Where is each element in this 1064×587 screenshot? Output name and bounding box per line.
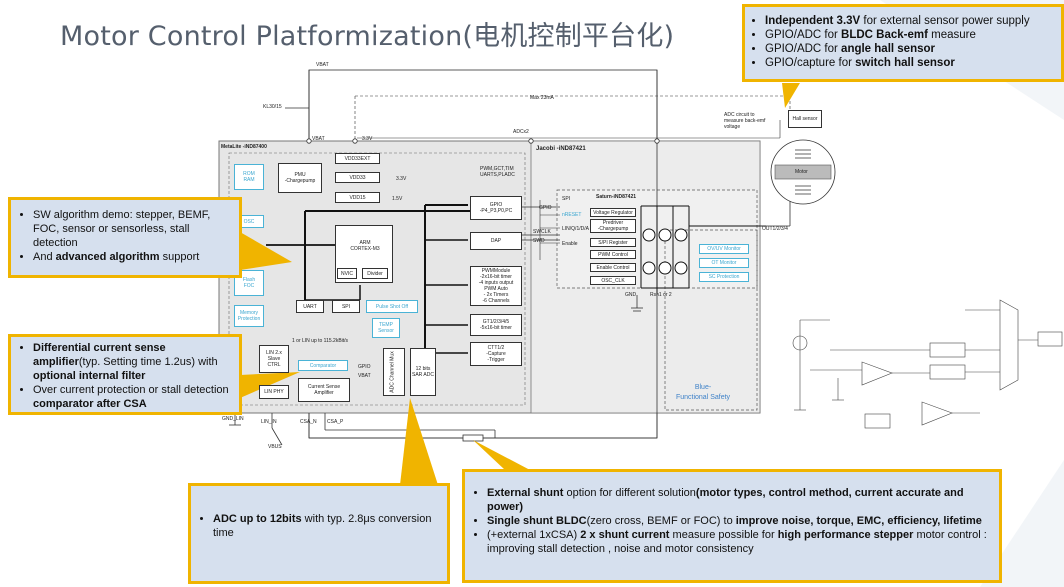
gpio3-pin-label: GPIO	[539, 205, 552, 211]
vbus-label: VBUS	[268, 444, 282, 450]
spi-pin-label: SPI	[562, 196, 571, 202]
osc-clk-block: OSC_CLK	[590, 276, 636, 285]
ov-uv-monitor-block: OV/UV Monitor	[699, 244, 749, 254]
divider-block: Divider	[362, 268, 388, 279]
functional-safety-label: Blue-Functional Safety	[675, 384, 731, 401]
pwm-module-block: PWMModule-2x16-bit timer-4 inputs output…	[470, 266, 522, 306]
vbat-top-label: VBAT	[316, 62, 329, 68]
predriver-block: Predriver-Chargepump	[590, 219, 636, 233]
csa-p-label: CSA_P	[327, 419, 344, 425]
pulse-shot-off-block: Pulse Shot Off	[366, 300, 418, 313]
callout-sw-item-1: SW algorithm demo: stepper, BEMF, FOC, s…	[33, 208, 233, 250]
callout-sensor-item-1: Independent 3.3V for external sensor pow…	[765, 14, 1053, 28]
callout-shunt-item-1: External shunt option for different solu…	[487, 486, 991, 514]
swd-pin-label: SWD	[533, 238, 545, 244]
max-ratio-label: Max 23mA	[530, 95, 554, 101]
spi-register-block: S/PI Register	[590, 238, 636, 247]
gt-timer-block: GT1/2/3/4/5-5x16-bit timer	[470, 314, 522, 336]
adc-note-label: ADC circuit to measure back-emf voltage	[724, 112, 766, 130]
capture-block: CTT1/2-Capture-Trigger	[470, 342, 522, 366]
metalite-chip-label: MetaLite -iND87400	[221, 144, 267, 150]
voltage-regulator-block: Voltage Regulator	[590, 208, 636, 217]
kl30-label: KL30/15	[263, 104, 282, 110]
vdd33ext-block: VDD33EXT	[335, 153, 380, 164]
hall-sensor-box: Hall sensor	[788, 110, 822, 128]
adc-mux-block: ADC Channel Mux	[383, 348, 405, 396]
uart-block: UART	[296, 300, 324, 313]
v15-out-label: 1.5V	[392, 196, 403, 202]
callout-sensor-item-3: GPIO/ADC for angle hall sensor	[765, 42, 1053, 56]
lin-pin-label: LIN/Q/1/D/A	[562, 226, 589, 232]
vdd15-block: VDD15	[335, 192, 380, 203]
callout-shunt: External shunt option for different solu…	[462, 469, 1002, 583]
pwm-lines-label: PWM,GCT,TIM	[480, 166, 514, 172]
3v3-label: 3.3V	[362, 136, 373, 142]
uarts-label: UARTS,PLADC	[480, 172, 515, 178]
gnd-lin-label: GND_LIN	[222, 416, 244, 422]
enable-pin-label: Enable	[562, 241, 578, 247]
callout-shunt-item-2: Single shunt BLDC(zero cross, BEMF or FO…	[487, 514, 991, 528]
motor-label: Motor	[795, 169, 808, 175]
gpio2-label: GPIO	[358, 364, 371, 370]
callout-csa-item-1: Differential current sense amplifier(typ…	[33, 341, 233, 383]
pmu-block: PMU-Chargepump	[278, 163, 322, 193]
gpio-block: GPIO-P4_P3,P0,PC	[470, 196, 522, 220]
lin-phy-block: LIN PHY	[259, 385, 289, 399]
callout-sw-item-2: And advanced algorithm support	[33, 250, 233, 264]
gnd-label: GND	[625, 292, 637, 298]
spi-block: SPI	[332, 300, 360, 313]
lin-speed-note: 1 or LIN up to 115.2kBit/s	[292, 338, 349, 344]
ot-monitor-block: OT Monitor	[699, 258, 749, 268]
saturn-chip-label: Saturn-iND87421	[596, 194, 637, 200]
csa-n-label: CSA_N	[300, 419, 317, 425]
callout-sw-algorithm: SW algorithm demo: stepper, BEMF, FOC, s…	[8, 197, 242, 278]
adcx2-label: ADCx2	[513, 129, 529, 135]
vbat3-label: VBAT	[358, 373, 371, 379]
jacobi-chip-label: Jacobi -iND87421	[536, 146, 586, 152]
enable-control-block: Enable Control	[590, 263, 636, 272]
vbat2-label: VBAT	[312, 136, 325, 142]
swclk-pin-label: SWCLK	[533, 229, 551, 235]
callout-adc: ADC up to 12bits with typ. 2.8μs convers…	[188, 483, 450, 584]
comparator-block: Comparator	[298, 360, 348, 371]
callout-adc-item-1: ADC up to 12bits with typ. 2.8μs convers…	[213, 512, 441, 540]
callout-sensor-item-2: GPIO/ADC for BLDC Back-emf measure	[765, 28, 1053, 42]
lin-in-label: LIN_IN	[261, 419, 277, 425]
v33-out-label: 3.3V	[396, 176, 407, 182]
vdd33-block: VDD33	[335, 172, 380, 183]
callout-current-sense: Differential current sense amplifier(typ…	[8, 334, 242, 415]
callout-csa-item-2: Over current protection or stall detecti…	[33, 383, 233, 411]
pwm-control-block: PWM Control	[590, 250, 636, 259]
callout-sensor-supply: Independent 3.3V for external sensor pow…	[742, 4, 1064, 82]
callout-sensor-item-4: GPIO/capture for switch hall sensor	[765, 56, 1053, 70]
nreset-pin-label: nRESET	[562, 212, 582, 218]
callout-shunt-item-3: (+external 1xCSA) 2 x shunt current meas…	[487, 528, 991, 556]
page-title: Motor Control Platformization(电机控制平台化)	[60, 21, 675, 52]
shunt-label: Rsh1 or 2	[650, 292, 672, 298]
sc-protection-block: SC Protection	[699, 272, 749, 282]
nvic-block: NVIC	[337, 268, 357, 279]
dap-block: DAP	[470, 232, 522, 250]
outs-label: OUT1/2/3/4	[762, 226, 788, 232]
